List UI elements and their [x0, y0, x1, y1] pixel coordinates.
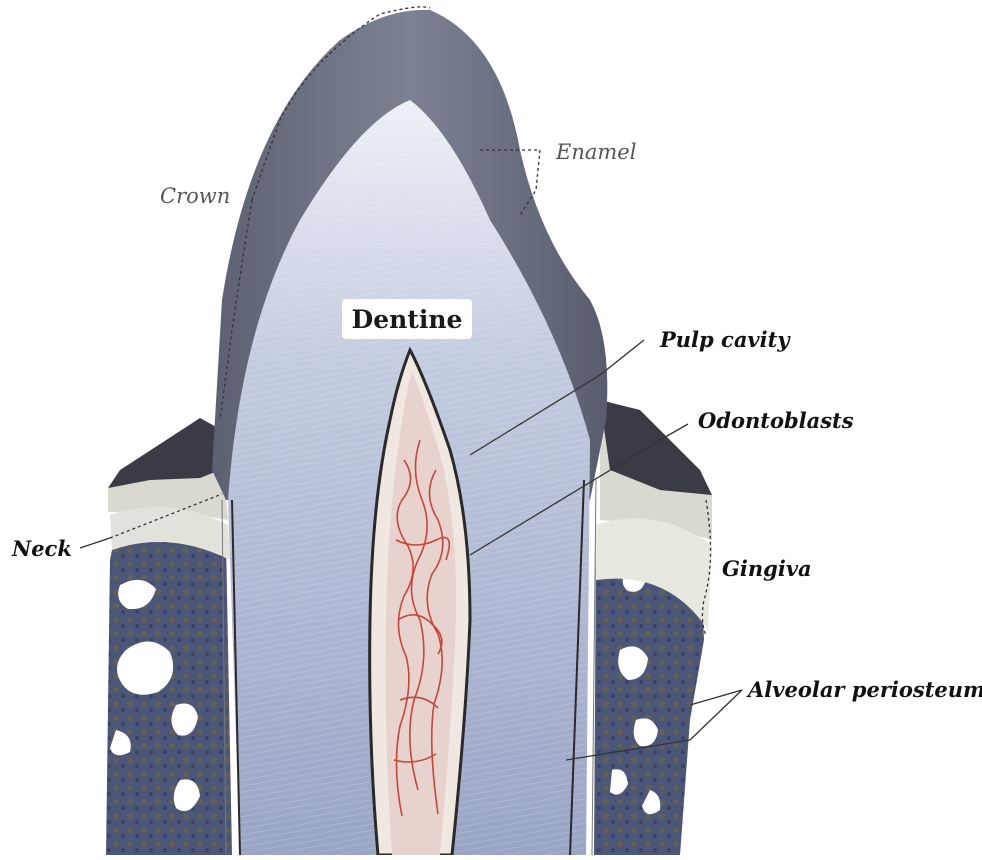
pulp-cavity-label: Pulp cavity	[660, 327, 790, 352]
left-alveolar-bone	[106, 520, 232, 855]
enamel-label: Enamel	[556, 140, 636, 164]
alveolar-periosteum-label: Alveolar periosteum	[748, 677, 982, 702]
gingiva-label: Gingiva	[722, 556, 812, 581]
crown-label: Crown	[160, 184, 230, 208]
odontoblasts-label: Odontoblasts	[698, 408, 854, 433]
dentine-label: Dentine	[342, 299, 472, 339]
neck-label: Neck	[12, 536, 72, 561]
gingiva-left	[108, 418, 230, 560]
